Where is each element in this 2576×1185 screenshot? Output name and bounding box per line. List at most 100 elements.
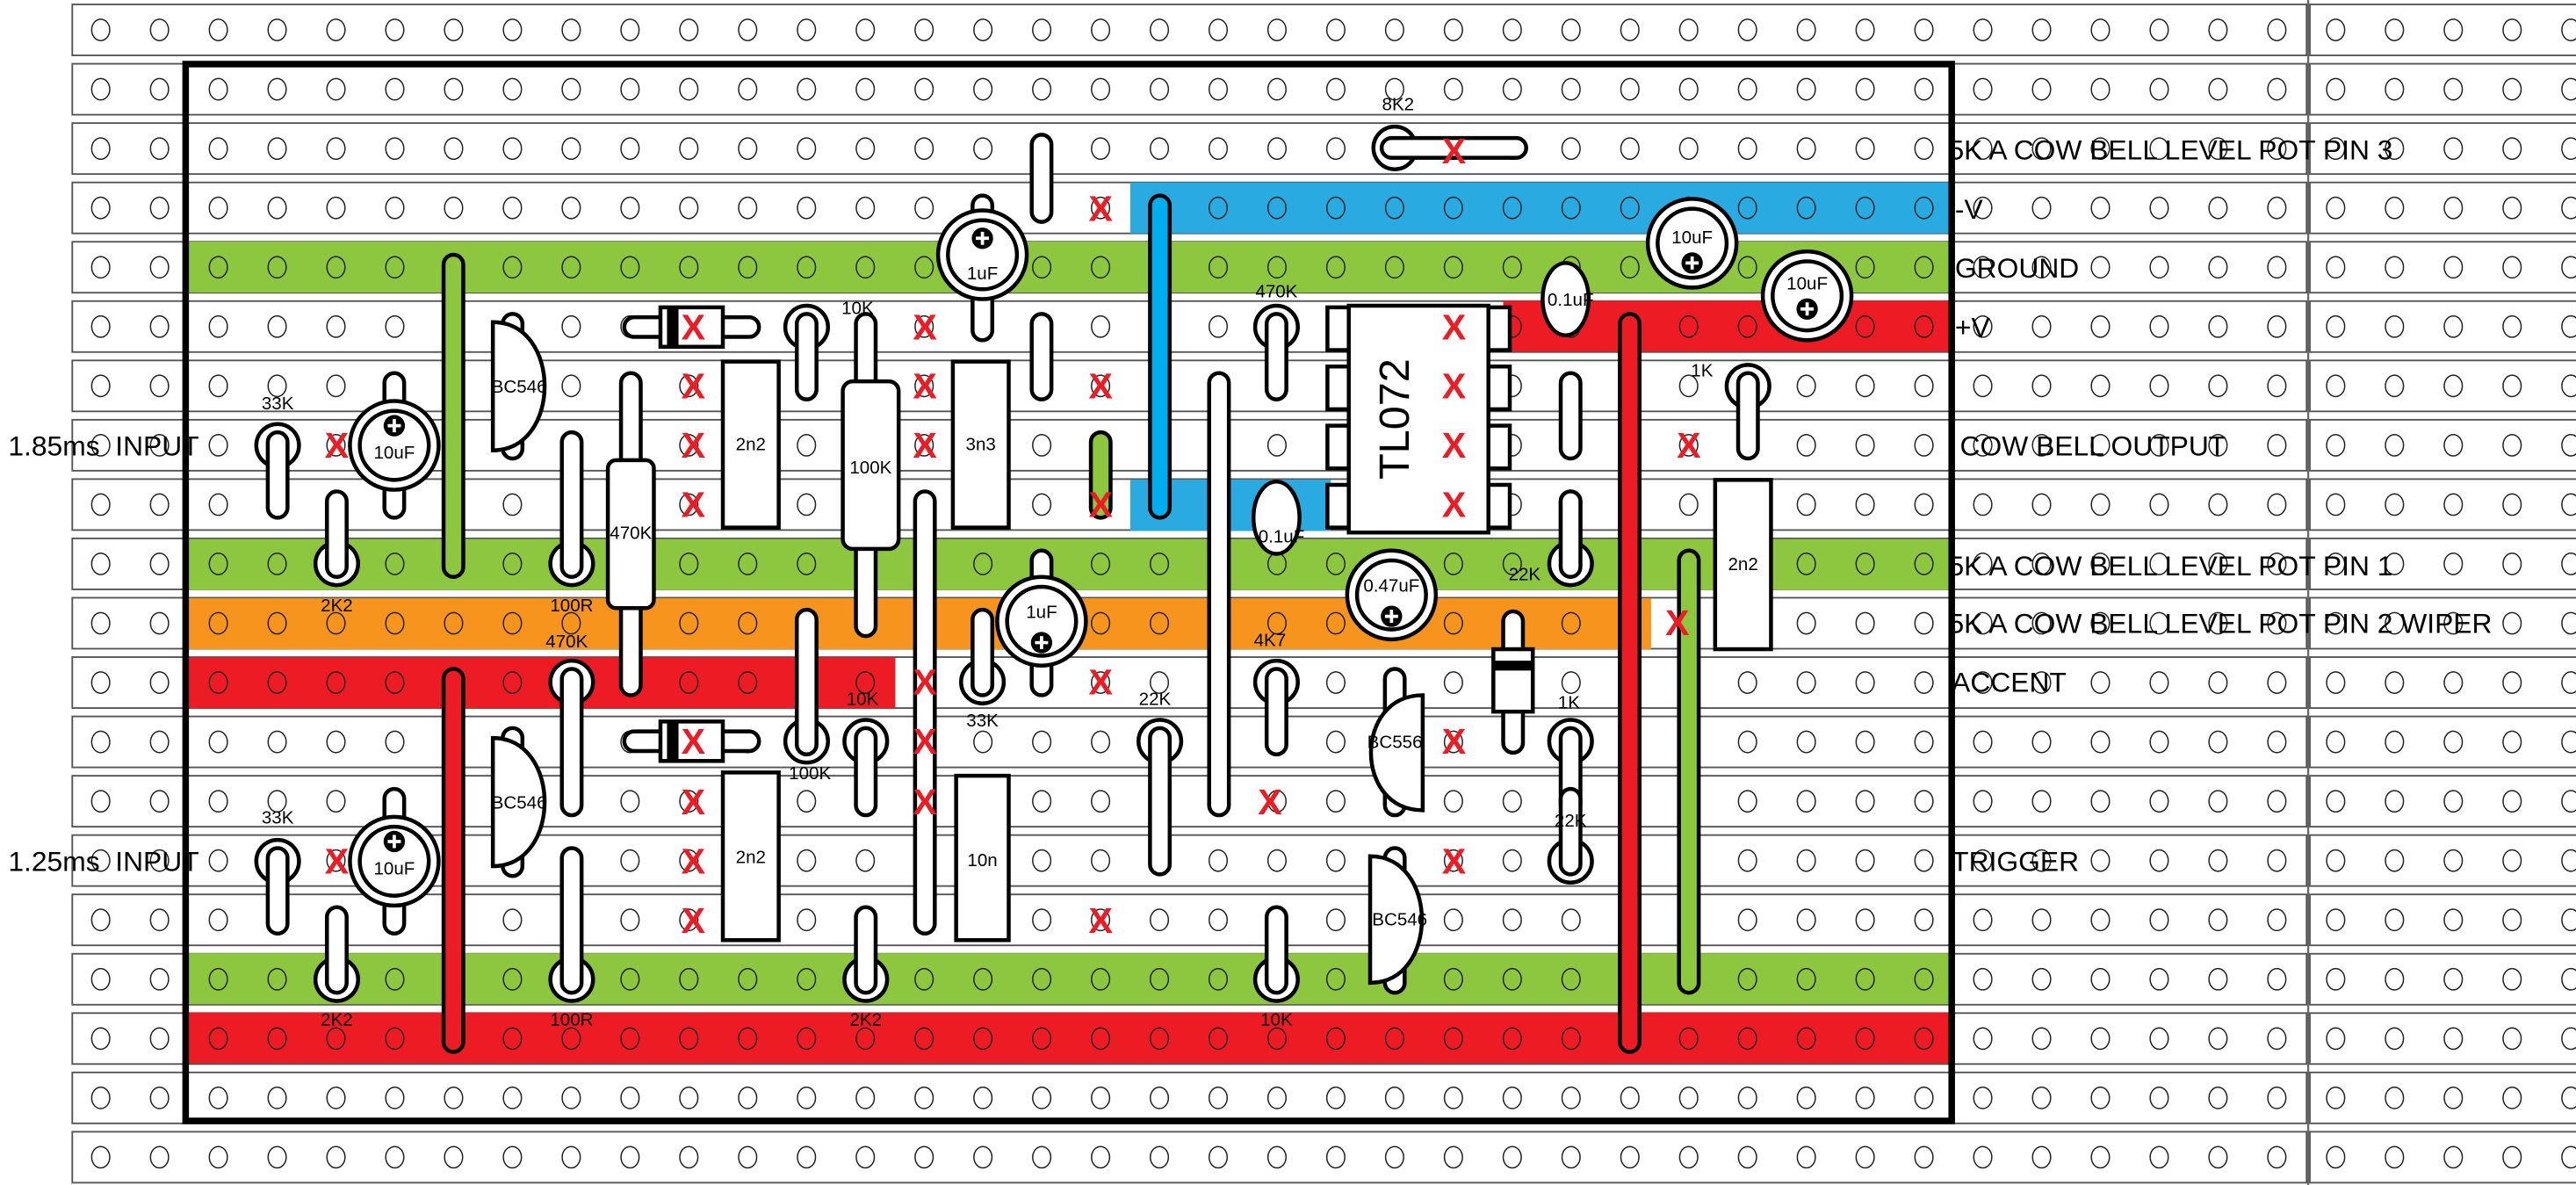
capacitor-10uf[interactable]: 10uF bbox=[1760, 249, 1854, 343]
capacitor-3n3[interactable]: 3n3 bbox=[950, 359, 1011, 530]
hole bbox=[2443, 256, 2464, 279]
wire-link[interactable] bbox=[1207, 371, 1231, 818]
resistor-100r[interactable]: 100R bbox=[548, 430, 595, 616]
resistor-1k[interactable]: 1K bbox=[1691, 360, 1771, 461]
hole bbox=[973, 77, 993, 101]
hole bbox=[2502, 314, 2522, 338]
capacitor-1uf[interactable]: 1uF bbox=[935, 208, 1029, 301]
resistor-470k-body[interactable]: 470K bbox=[605, 371, 656, 697]
hole bbox=[1620, 18, 1640, 41]
hole bbox=[1091, 730, 1111, 754]
neg-v-link[interactable] bbox=[1148, 193, 1173, 520]
hole bbox=[90, 849, 111, 872]
resistor-33k[interactable]: 33K bbox=[254, 394, 301, 520]
hole bbox=[2208, 1145, 2228, 1169]
hole bbox=[914, 967, 934, 991]
resistor-33k[interactable]: 33K bbox=[254, 807, 301, 936]
hole bbox=[149, 256, 170, 279]
transistor-bc546[interactable]: BC546 bbox=[490, 320, 547, 452]
resistor-100r[interactable]: 100R bbox=[548, 846, 595, 1030]
hole bbox=[1796, 1145, 1816, 1169]
capacitor-2n2[interactable]: 2n2 bbox=[720, 770, 781, 943]
capacitor-0.1uf[interactable]: 0.1uF bbox=[1541, 261, 1594, 337]
hole bbox=[502, 77, 523, 101]
wire-link[interactable] bbox=[1029, 312, 1054, 401]
capacitor-0.1uf[interactable]: 0.1uF bbox=[1251, 479, 1304, 556]
resistor-2k2[interactable]: 2K2 bbox=[313, 905, 361, 1030]
hole bbox=[267, 1027, 287, 1051]
track-cut-mark: X bbox=[682, 484, 706, 524]
resistor-470k[interactable]: 470K bbox=[1252, 282, 1300, 401]
ic-tl072[interactable]: TL072 bbox=[1325, 303, 1512, 535]
hole bbox=[502, 553, 523, 575]
input-1-label: 1.85ms INPUT bbox=[8, 430, 198, 461]
hole bbox=[2561, 18, 2576, 41]
hole bbox=[561, 18, 581, 41]
hole bbox=[444, 137, 464, 161]
capacitor-1uf[interactable]: 1uF bbox=[995, 574, 1088, 668]
resistor-2k2[interactable]: 2K2 bbox=[313, 489, 361, 616]
resistor-2k2[interactable]: 2K2 bbox=[842, 905, 890, 1030]
capacitor-10uf[interactable]: 10uF bbox=[348, 814, 441, 908]
hole bbox=[2031, 196, 2052, 220]
hole bbox=[1796, 553, 1816, 575]
ground-link[interactable] bbox=[1088, 430, 1113, 520]
transistor-bc546[interactable]: BC546 bbox=[490, 735, 547, 869]
hole bbox=[2326, 730, 2346, 754]
resistor-8k2[interactable]: 8K2 bbox=[1371, 94, 1528, 171]
resistor-22k[interactable]: 22K bbox=[1547, 786, 1594, 885]
capacitor-0.47uf[interactable]: 0.47uF bbox=[1345, 548, 1439, 642]
resistor-22k[interactable]: 22K bbox=[1136, 690, 1184, 877]
hole bbox=[2267, 196, 2287, 220]
hole bbox=[149, 553, 170, 575]
hole bbox=[90, 553, 111, 575]
pos-v-link[interactable] bbox=[441, 667, 465, 1054]
hole bbox=[502, 671, 523, 694]
hole bbox=[90, 1145, 111, 1169]
hole bbox=[2326, 314, 2346, 338]
diode[interactable] bbox=[1491, 609, 1535, 755]
hole bbox=[1443, 77, 1463, 101]
ground-link[interactable] bbox=[441, 252, 465, 579]
wire-link[interactable] bbox=[913, 489, 937, 936]
hole bbox=[679, 1027, 699, 1051]
resistor-33k[interactable]: 33K bbox=[959, 607, 1007, 731]
resistor-label: 1K bbox=[1558, 692, 1580, 712]
capacitor-10uf[interactable]: 10uF bbox=[1645, 197, 1739, 290]
hole bbox=[90, 967, 111, 991]
hole bbox=[1325, 908, 1346, 932]
hole bbox=[267, 967, 287, 991]
capacitor-2n2[interactable]: 2n2 bbox=[1713, 478, 1773, 652]
hole bbox=[2149, 671, 2169, 694]
capacitor-2n2[interactable]: 2n2 bbox=[720, 359, 781, 530]
hole bbox=[1325, 730, 1346, 754]
diode[interactable] bbox=[622, 719, 761, 763]
hole bbox=[1208, 1086, 1229, 1109]
ground-link[interactable] bbox=[1677, 548, 1701, 995]
resistor-22k[interactable]: 22K bbox=[1509, 489, 1594, 588]
wire-link[interactable] bbox=[1029, 133, 1054, 224]
resistor-100k-body[interactable]: 100K bbox=[841, 312, 901, 639]
resistor-10k[interactable]: 10K bbox=[1252, 905, 1300, 1030]
transistor-bc556[interactable]: BC556 bbox=[1367, 693, 1425, 813]
resistor-100k[interactable]: 100K bbox=[783, 607, 831, 784]
hole bbox=[326, 433, 346, 457]
resistor-4k7[interactable]: 4K7 bbox=[1252, 630, 1300, 757]
hole bbox=[2561, 77, 2576, 101]
diode[interactable] bbox=[622, 305, 761, 350]
hole bbox=[2090, 256, 2111, 279]
hole bbox=[1561, 1086, 1581, 1109]
wire-link[interactable] bbox=[1558, 371, 1583, 461]
pos-v-link[interactable] bbox=[1618, 312, 1642, 1054]
resistor-10k[interactable]: 10K bbox=[842, 690, 890, 818]
hole bbox=[2326, 671, 2346, 694]
hole bbox=[1737, 790, 1757, 813]
hole bbox=[149, 196, 170, 220]
hole bbox=[1266, 256, 1288, 279]
capacitor-10n[interactable]: 10n bbox=[954, 773, 1011, 943]
hole bbox=[385, 137, 405, 161]
transistor-bc546[interactable]: BC546 bbox=[1367, 854, 1427, 986]
resistor-470k[interactable]: 470K bbox=[545, 632, 595, 818]
capacitor-10uf[interactable]: 10uF bbox=[348, 399, 441, 492]
